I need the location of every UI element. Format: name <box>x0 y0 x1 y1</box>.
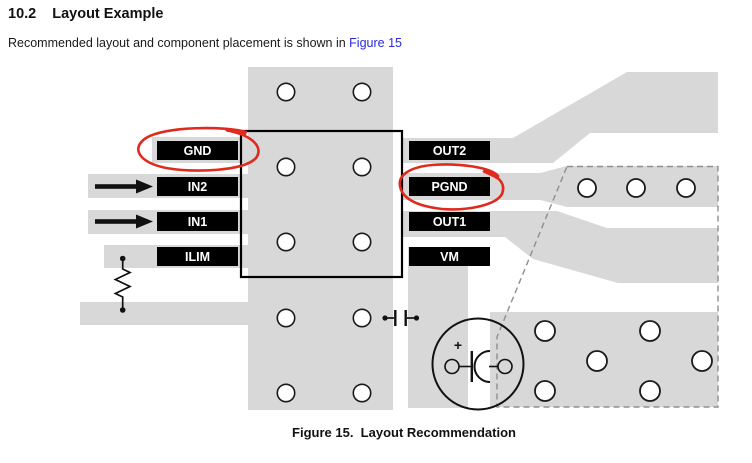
pin-label-out1-text: OUT1 <box>433 215 466 229</box>
red-annotations <box>137 126 505 211</box>
resistor-bottom-node <box>119 307 126 313</box>
bulk-capacitor-symbol: + <box>431 317 525 411</box>
pin-label-in2-text: IN2 <box>188 180 208 194</box>
in2-arrow-icon <box>95 179 153 194</box>
pin-label-gnd-text: GND <box>184 144 212 158</box>
pin-label-gnd <box>157 141 238 160</box>
via-array-center <box>276 82 372 403</box>
bypass-capacitor-symbol <box>382 310 420 326</box>
figure-caption: Figure 15. Layout Recommendation <box>292 425 516 440</box>
pin-label-vm-text: VM <box>440 250 459 264</box>
bottom-layer-dashed-boundary <box>496 165 719 408</box>
pin-label-pgnd-text: PGND <box>431 180 467 194</box>
body-text: Recommended layout and component placeme… <box>8 36 350 50</box>
via <box>276 82 296 102</box>
section-number: 10.2 <box>8 6 37 22</box>
pin-label-ilim-text: ILIM <box>185 250 210 264</box>
via <box>352 157 372 177</box>
vm-trace <box>408 247 468 408</box>
capacitor-curved-plate <box>473 350 491 383</box>
out2-trace <box>402 72 718 163</box>
via <box>352 232 372 252</box>
right-pin-labels: OUT2 PGND OUT1 VM <box>409 141 490 266</box>
via <box>276 308 296 328</box>
pin-label-in2 <box>157 177 238 196</box>
ic-outline <box>239 129 404 279</box>
via <box>352 82 372 102</box>
via <box>676 178 696 198</box>
pin-label-in1-text: IN1 <box>188 215 208 229</box>
ilim-ground-bar <box>80 302 248 325</box>
via <box>691 350 713 372</box>
pin-label-in1 <box>157 212 238 231</box>
polarity-plus-sign: + <box>454 337 462 353</box>
section-heading: 10.2 Layout Example <box>8 6 163 22</box>
capacitor-negative-terminal <box>497 358 513 375</box>
pin-label-out1 <box>409 212 490 231</box>
via-array-pgnd-strip <box>577 178 696 198</box>
figure-15-link[interactable]: Figure 15 <box>349 36 402 50</box>
via <box>639 320 661 342</box>
gnd-circle-annotation <box>137 126 260 172</box>
pin-label-vm <box>409 247 490 266</box>
pin-label-ilim <box>157 247 238 266</box>
section-title: Layout Example <box>52 6 164 22</box>
via <box>626 178 646 198</box>
via <box>276 383 296 403</box>
via <box>577 178 597 198</box>
via <box>276 157 296 177</box>
pgnd-circle-annotation <box>398 163 505 211</box>
via <box>534 380 556 402</box>
via <box>639 380 661 402</box>
bulk-capacitor-outline <box>431 317 525 411</box>
gnd-copper-column <box>248 67 393 410</box>
pin-label-pgnd <box>409 177 490 196</box>
pin-label-out2 <box>409 141 490 160</box>
via <box>534 320 556 342</box>
copper-regions <box>80 67 718 410</box>
in1-arrow-icon <box>95 214 153 229</box>
via <box>352 383 372 403</box>
body-paragraph: Recommended layout and component placeme… <box>8 36 402 50</box>
resistor-symbol <box>113 255 132 313</box>
via <box>586 350 608 372</box>
left-pin-labels: GND IN2 IN1 ILIM <box>157 141 238 266</box>
via <box>276 232 296 252</box>
pin-label-out2-text: OUT2 <box>433 144 466 158</box>
via-array-ground-plane <box>534 320 713 402</box>
via <box>352 308 372 328</box>
